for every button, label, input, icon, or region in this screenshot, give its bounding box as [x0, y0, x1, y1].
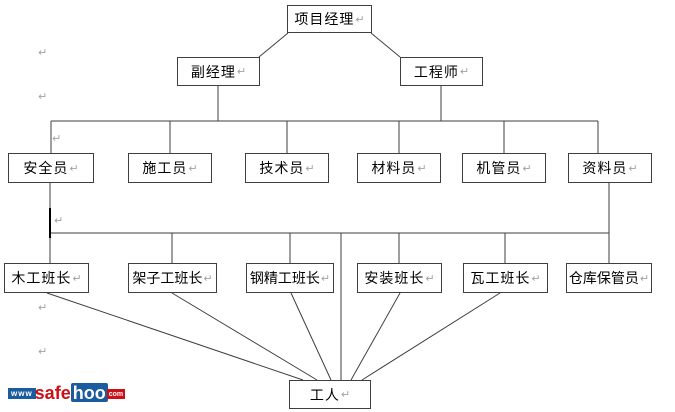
node-document-officer[interactable]: 资料员↵ [568, 153, 652, 183]
paragraph-mark-icon: ↵ [639, 272, 650, 285]
paragraph-mark-icon: ↵ [38, 91, 48, 103]
paragraph-mark-icon: ↵ [236, 66, 247, 78]
paragraph-mark-icon: ↵ [459, 66, 470, 78]
node-label: 施工员 [142, 160, 188, 176]
node-installation-foreman[interactable]: 安装班长↵ [357, 263, 442, 293]
node-label: 木工班长 [11, 270, 72, 286]
paragraph-mark-icon: ↵ [305, 162, 315, 175]
node-label: 材料员 [371, 160, 417, 176]
node-carpenter-foreman[interactable]: 木工班长↵ [4, 263, 89, 293]
node-label: 副经理 [190, 63, 236, 80]
node-label: 工程师 [413, 63, 459, 80]
node-label: 项目经理 [294, 11, 355, 27]
node-label: 机管员 [476, 160, 522, 176]
node-label: 安全员 [23, 160, 69, 176]
node-label: 资料员 [582, 160, 628, 176]
node-technician[interactable]: 技术员↵ [245, 153, 329, 183]
node-engineer[interactable]: 工程师↵ [400, 57, 483, 86]
node-project-manager[interactable]: 项目经理↵ [287, 5, 372, 33]
node-label: 安装班长 [364, 270, 425, 286]
node-label: 钢精工班长 [249, 270, 320, 286]
node-material-officer[interactable]: 材料员↵ [357, 153, 441, 183]
node-construction-officer[interactable]: 施工员↵ [128, 153, 212, 183]
paragraph-mark-icon: ↵ [72, 272, 82, 285]
paragraph-mark-icon: ↵ [203, 272, 213, 285]
paragraph-mark-icon: ↵ [340, 389, 351, 401]
paragraph-mark-icon: ↵ [522, 162, 532, 175]
watermark-com-segment: com [106, 389, 126, 399]
paragraph-mark-icon: ↵ [531, 272, 541, 285]
watermark-hoo-segment: hoo [70, 383, 108, 403]
node-rebar-foreman[interactable]: 钢精工班长↵ [246, 263, 334, 293]
node-machine-officer[interactable]: 机管员↵ [462, 153, 546, 183]
watermark-safe-segment: safe [34, 383, 71, 403]
node-label: 工人 [309, 386, 340, 403]
safehoo-watermark-logo: www safe hoo com [8, 382, 126, 403]
paragraph-mark-icon: ↵ [355, 13, 365, 26]
paragraph-mark-icon: ↵ [417, 162, 427, 175]
node-label: 仓库保管员 [568, 270, 639, 286]
paragraph-mark-icon: ↵ [38, 302, 48, 314]
node-mason-foreman[interactable]: 瓦工班长↵ [463, 263, 548, 293]
paragraph-mark-icon: ↵ [38, 47, 48, 59]
paragraph-mark-icon: ↵ [425, 272, 435, 285]
text-cursor [49, 208, 51, 238]
node-label: 架子工班长 [132, 270, 203, 286]
node-warehouse-keeper[interactable]: 仓库保管员↵ [566, 263, 652, 293]
node-safety-officer[interactable]: 安全员↵ [8, 153, 94, 183]
node-scaffolder-foreman[interactable]: 架子工班长↵ [128, 263, 217, 293]
paragraph-mark-icon: ↵ [628, 162, 638, 175]
node-worker[interactable]: 工人↵ [289, 380, 371, 409]
watermark-www-segment: www [8, 388, 36, 399]
paragraph-mark-icon: ↵ [188, 162, 198, 175]
paragraph-mark-icon: ↵ [320, 272, 331, 285]
node-deputy-manager[interactable]: 副经理↵ [177, 57, 260, 86]
paragraph-mark-icon: ↵ [38, 346, 48, 358]
paragraph-mark-icon: ↵ [52, 133, 62, 145]
paragraph-mark-icon: ↵ [69, 162, 79, 175]
node-label: 瓦工班长 [470, 270, 531, 286]
paragraph-mark-icon: ↵ [54, 215, 64, 227]
node-label: 技术员 [259, 160, 305, 176]
